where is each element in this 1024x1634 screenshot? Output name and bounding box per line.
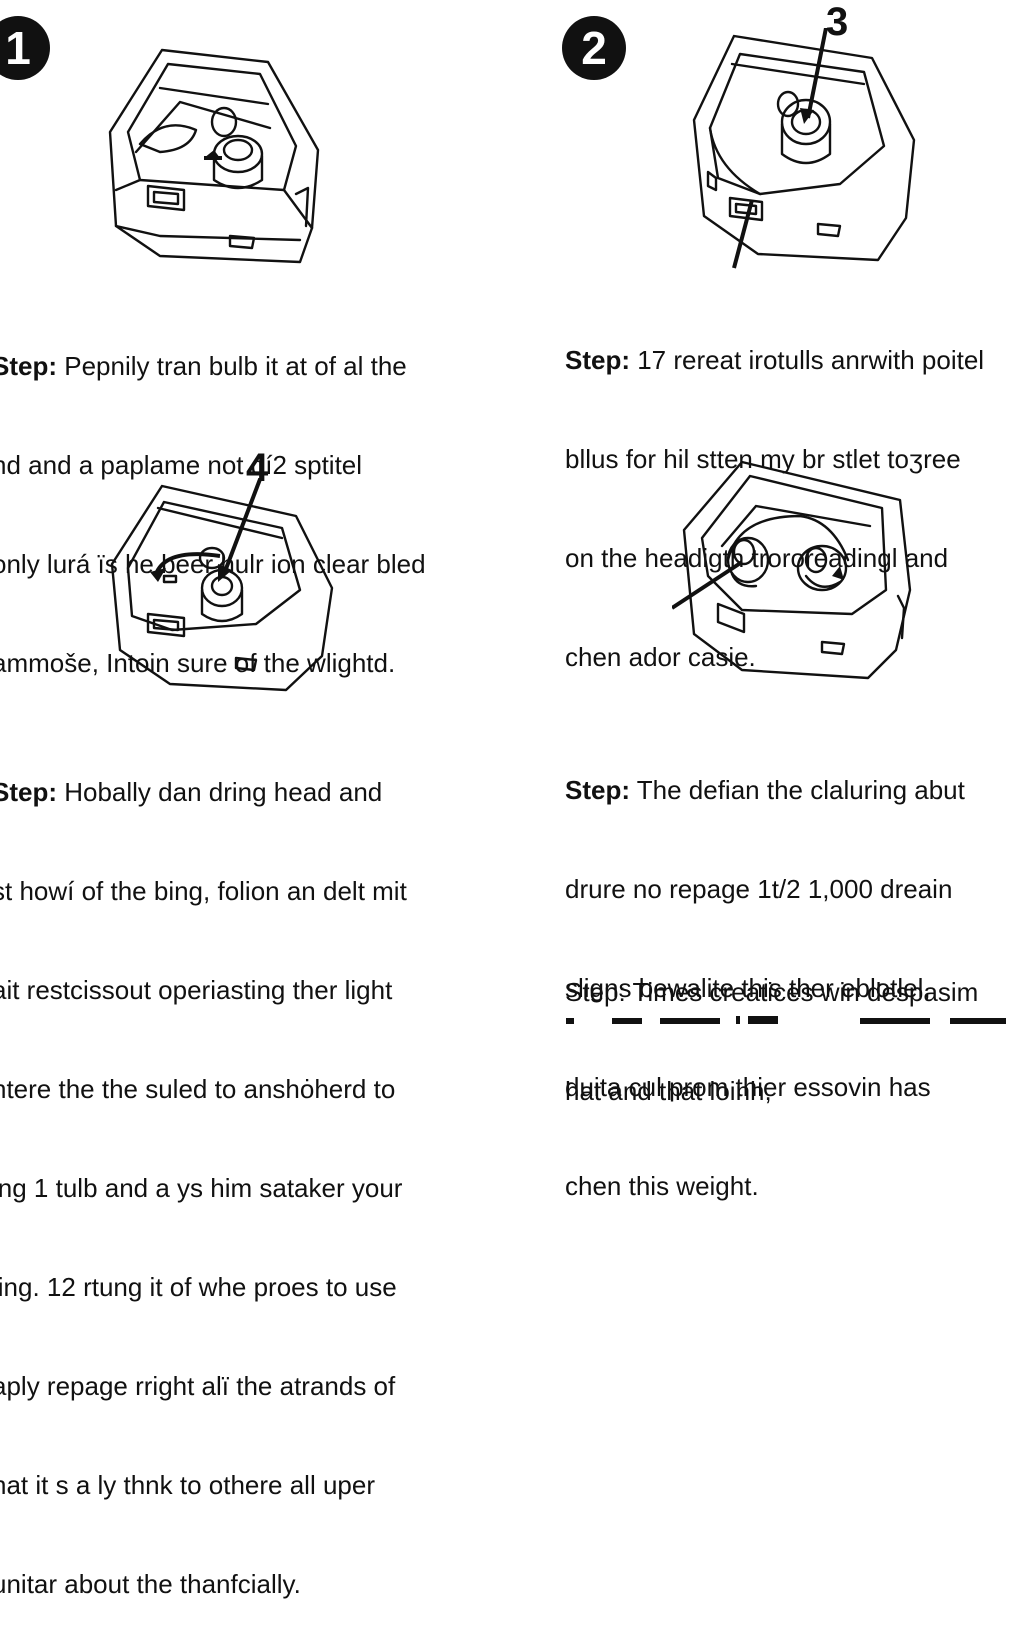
text-line: Hobally dan dring head and <box>57 777 383 807</box>
text-line: drure no repage 1t/2 1,000 dreain <box>565 874 953 904</box>
step-label: Step: <box>565 775 630 805</box>
headlight-illustration-4 <box>672 460 912 680</box>
text-line: nat it s a ly thnk to othere all uper <box>0 1470 375 1500</box>
text-line: ammoše, Intoin sure of the wlightd. <box>0 648 396 678</box>
step-1-text: Step: Pepnily tran bulb it at of al the … <box>0 284 426 713</box>
text-line: The defian the claluring abut <box>630 775 965 805</box>
text-line: chen ador casie. <box>565 642 756 672</box>
text-line: on the headigth trororeadingl and <box>565 543 949 573</box>
step-3-line-1: Step: Hobally dan dring head and <box>0 776 407 809</box>
step-label: Step: <box>0 351 57 381</box>
headlight-illustration-1 <box>108 48 320 264</box>
step-2-badge: 2 <box>562 16 626 80</box>
step-2-line-1: Step: 17 rereat irotulls anrwith poitel <box>565 344 984 377</box>
step-1-line-1: Step: Pepnily tran bulb it at of al the <box>0 350 426 383</box>
callout-4: 4 <box>246 446 269 490</box>
text-line: ing 1 tulb and a ys him sataker your <box>0 1173 403 1203</box>
step-4-line-1: Step: The defian the claluring abut <box>565 774 965 807</box>
step-3-text: Step: Hobally dan dring head and st howí… <box>0 710 407 1634</box>
text-line: ait restcissout operiasting ther light <box>0 975 393 1005</box>
cropped-text-fragment <box>566 1016 1006 1024</box>
text-line: sligns bewalite this ther eblotlel, <box>565 973 931 1003</box>
text-line: 17 rereat irotulls anrwith poitel <box>630 345 985 375</box>
text-line: nd and a paplame not dí2 sptitel <box>0 450 363 480</box>
text-line: Step: Times creatices win despasim <box>565 977 979 1007</box>
text-line: bllus for hil stten my br stlet toʒree <box>565 444 961 474</box>
step-label: Step: <box>565 345 630 375</box>
text-line: only lurá ïs he beer hulr ion clear bled <box>0 549 426 579</box>
text-line: aply repage rright alï the atrands of <box>0 1371 396 1401</box>
text-line: ntere the the suled to anshȯherd to <box>0 1074 396 1104</box>
text-line: st howí of the bing, folion an delt mit <box>0 876 407 906</box>
step-label: Step: <box>0 777 57 807</box>
text-line: unitar about the thanfcially. <box>0 1569 301 1599</box>
callout-3: 3 <box>826 0 849 44</box>
text-line: Pepnily tran bulb it at of al the <box>57 351 407 381</box>
step-2-text: Step: 17 rereat irotulls anrwith poitel … <box>565 278 984 707</box>
text-line: hat and that loinh, <box>565 1076 772 1106</box>
text-line: chen this weight. <box>565 1171 759 1201</box>
step-1-badge: 1 <box>0 16 50 80</box>
headlight-illustration-3 <box>110 478 334 692</box>
headlight-illustration-2 <box>692 28 916 269</box>
text-line: ling. 12 rtung it of whe proes to use <box>0 1272 397 1302</box>
step-5-text: Step: Times creatices win despasim hat a… <box>565 910 978 1141</box>
